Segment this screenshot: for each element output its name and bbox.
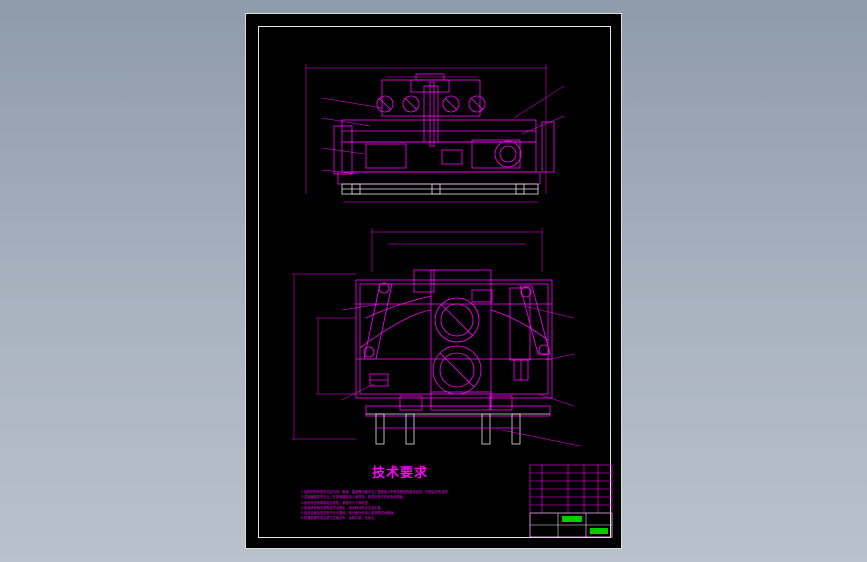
title-block-accent-2 — [590, 528, 608, 534]
plan-view — [292, 228, 581, 447]
title-block — [529, 464, 613, 538]
technical-requirements-notes: 1.装配前所有零件均应清洗，箱体、端盖等内部不加工表面涂以不受油侵蚀的耐油油漆，… — [301, 490, 511, 522]
drawing-frame — [258, 26, 611, 538]
technical-requirements-title: 技术要求 — [372, 466, 429, 481]
note-item: 3.齿轮啮合侧隙用铅丝检验，其值不小于规定值。 — [301, 500, 371, 505]
drawing-sheet: 技术要求 1.装配前所有零件均应清洗，箱体、端盖等内部不加工表面涂以不受油侵蚀的… — [245, 13, 622, 549]
title-block-accent — [562, 516, 582, 522]
front-elevation-view — [305, 64, 565, 203]
note-item: 6.机器装配完成后进行空载试车，运转平稳，无冲击。 — [301, 516, 378, 521]
note-item: 5.各结合面及密封处不允许漏油，剖分面允许涂以密封胶或水玻璃。 — [301, 511, 397, 516]
note-item: 4.各轴承的轴向游隙应符合规定，用手转动时应灵活平稳。 — [301, 505, 384, 510]
note-item: 1.装配前所有零件均应清洗，箱体、端盖等内部不加工表面涂以不受油侵蚀的耐油油漆，… — [301, 490, 451, 494]
note-item: 2.减速器装配完毕后，在各轴端处涂以润滑油，各密封处不应有渗油现象。 — [301, 495, 407, 500]
cad-drawing-canvas — [292, 64, 613, 538]
